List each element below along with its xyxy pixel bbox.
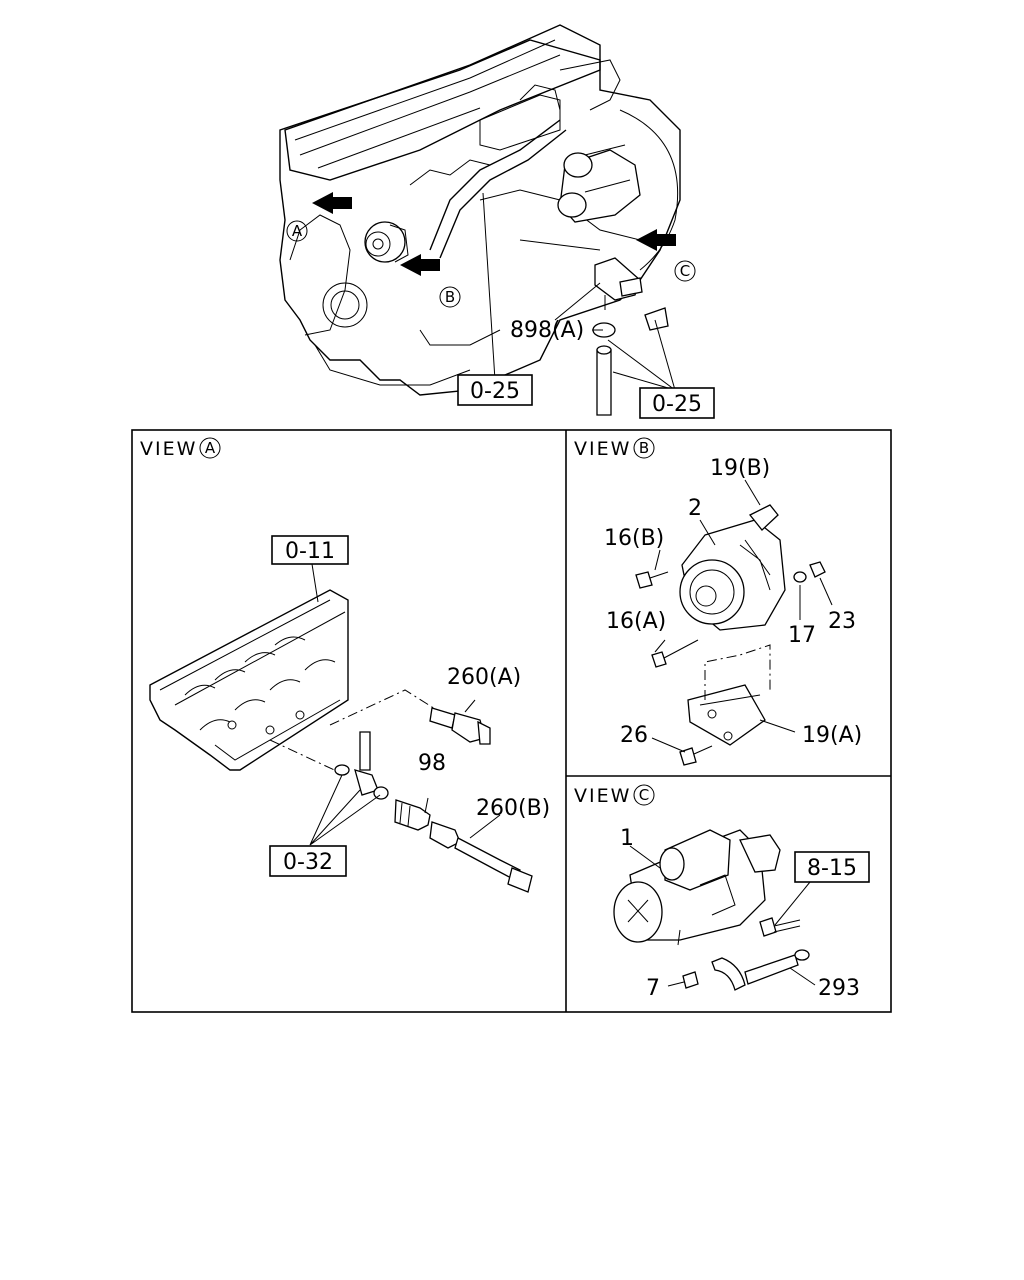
svg-text:B: B	[445, 288, 455, 306]
washer-17	[793, 571, 807, 583]
view-b-title: VIEW B	[574, 437, 655, 460]
view-a-title: VIEW A	[140, 437, 221, 460]
fitting-assembly	[269, 731, 389, 800]
sensor-898a-assembly	[592, 257, 669, 416]
svg-text:B: B	[639, 439, 649, 457]
sensor-260b	[429, 814, 533, 893]
ref-box-0-25-right: 0-25	[639, 387, 715, 419]
cylinder-head	[149, 589, 349, 771]
cable-293	[711, 949, 810, 991]
svg-text:8-15: 8-15	[807, 856, 857, 881]
svg-text:0-11: 0-11	[285, 539, 335, 564]
ref-box-0-25-left: 0-25	[457, 374, 533, 406]
sensor-260a	[329, 689, 491, 745]
svg-text:0-32: 0-32	[283, 850, 333, 875]
label-26: 26	[620, 723, 648, 748]
view-marker-c: C	[674, 260, 696, 282]
svg-text:C: C	[680, 262, 690, 280]
label-1: 1	[620, 826, 634, 851]
view-arrow-a	[312, 192, 352, 214]
bolt-16a	[651, 639, 699, 668]
bolt-26	[679, 745, 713, 766]
label-2: 2	[688, 496, 702, 521]
alternator	[679, 504, 786, 631]
view-marker-b: B	[439, 286, 461, 308]
svg-text:0-25: 0-25	[470, 379, 520, 404]
svg-text:0-25: 0-25	[652, 392, 702, 417]
view-c-panel: VIEW C 8-15	[574, 784, 870, 1001]
label-260a: 260(A)	[447, 665, 521, 690]
label-16b: 16(B)	[604, 526, 664, 551]
label-260b: 260(B)	[476, 796, 550, 821]
view-arrow-c	[636, 229, 676, 251]
label-898a: 898(A)	[510, 318, 584, 343]
bolt-98	[394, 797, 431, 831]
bolt-8-15	[759, 917, 801, 937]
svg-text:VIEW: VIEW	[140, 438, 197, 460]
svg-text:C: C	[639, 786, 649, 804]
nut-23	[809, 561, 826, 578]
bolt-16b	[635, 571, 669, 589]
view-frames	[131, 429, 892, 1013]
ref-box-0-32: 0-32	[269, 774, 381, 877]
ref-box-0-11: 0-11	[271, 535, 349, 603]
starter-motor	[613, 829, 781, 946]
label-16a: 16(A)	[606, 609, 666, 634]
engine-overview: A B C 898(A) 0-25 0-25	[279, 24, 715, 419]
label-17: 17	[788, 623, 816, 648]
svg-text:VIEW: VIEW	[574, 438, 631, 460]
label-293: 293	[818, 976, 860, 1001]
label-23: 23	[828, 609, 856, 634]
view-a-panel: VIEW A 0-11 260(A	[140, 437, 550, 893]
ref-box-8-15: 8-15	[794, 851, 870, 883]
alternator-on-engine	[364, 221, 409, 263]
label-98: 98	[418, 751, 446, 776]
view-marker-a: A	[286, 220, 308, 242]
view-arrow-b	[400, 254, 440, 276]
label-19b: 19(B)	[710, 456, 770, 481]
starter-on-engine	[557, 144, 641, 223]
svg-text:VIEW: VIEW	[574, 785, 631, 807]
view-c-title: VIEW C	[574, 784, 655, 807]
bracket-19a	[687, 644, 771, 746]
view-b-panel: VIEW B	[574, 437, 862, 766]
label-7: 7	[646, 976, 660, 1001]
label-19a: 19(A)	[802, 723, 862, 748]
svg-text:A: A	[292, 222, 303, 240]
nut-7	[682, 971, 699, 989]
svg-text:A: A	[205, 439, 216, 457]
